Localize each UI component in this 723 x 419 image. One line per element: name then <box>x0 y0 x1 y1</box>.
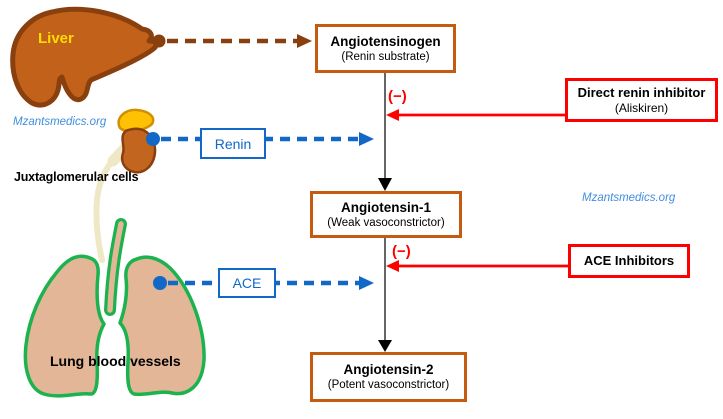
arrow-origin-dot <box>146 132 160 146</box>
direct-renin-inhibitor-title: Direct renin inhibitor <box>577 84 706 100</box>
red-arrowhead-icon <box>386 260 399 272</box>
angiotensin-2-subtitle: (Potent vasoconstrictor) <box>327 379 450 392</box>
red-arrowhead-icon <box>386 109 399 121</box>
ace-enzyme-box: ACE <box>218 268 276 298</box>
liver-illustration <box>10 6 159 108</box>
angiotensinogen-box: Angiotensinogen (Renin substrate) <box>315 24 456 73</box>
angiotensinogen-title: Angiotensinogen <box>330 33 441 49</box>
renin-enzyme-box: Renin <box>200 128 266 159</box>
liver-shape <box>10 6 159 108</box>
direct-renin-inhibitor-subtitle: (Aliskiren) <box>614 100 669 115</box>
liver-to-angiotensinogen-arrow <box>152 34 312 48</box>
angiotensin-1-box: Angiotensin-1 (Weak vasoconstrictor) <box>310 191 462 238</box>
angiotensin-2-title: Angiotensin-2 <box>343 362 434 378</box>
ace-inhibitors-box: ACE Inhibitors <box>568 244 690 278</box>
ace-inhibition-arrow <box>386 260 569 272</box>
juxtaglomerular-cells-label: Juxtaglomerular cells <box>14 170 139 184</box>
right-lung <box>118 255 206 397</box>
arrow-origin-dot <box>152 34 166 48</box>
dri-inhibition-arrow <box>386 109 566 121</box>
watermark-left: Mzantsmedics.org <box>13 116 107 128</box>
angiotensin-2-box: Angiotensin-2 (Potent vasoconstrictor) <box>310 352 467 402</box>
angiotensinogen-subtitle: (Renin substrate) <box>341 50 430 63</box>
lung-blood-vessels-label: Lung blood vessels <box>50 353 181 369</box>
black-arrowhead-icon <box>378 340 392 352</box>
kidney-illustration <box>93 108 157 263</box>
arrow-origin-dot <box>153 276 167 290</box>
ace-arrow <box>153 276 374 290</box>
direct-renin-inhibitor-box: Direct renin inhibitor (Aliskiren) <box>565 78 718 122</box>
angiotensinogen-to-angiotensin1-arrow <box>378 73 392 191</box>
angiotensin-1-subtitle: (Weak vasoconstrictor) <box>327 216 445 229</box>
trachea-fill <box>107 221 124 313</box>
brown-arrowhead-icon <box>297 34 312 48</box>
renin-arrow <box>146 132 374 146</box>
ace-inhibitors-title: ACE Inhibitors <box>583 252 675 268</box>
renin-enzyme-label: Renin <box>214 135 252 152</box>
ace-enzyme-label: ACE <box>232 275 262 291</box>
renin-inhibition-symbol: (−) <box>388 88 407 105</box>
watermark-right: Mzantsmedics.org <box>582 192 676 204</box>
ureter <box>93 147 127 263</box>
liver-label: Liver <box>38 30 74 47</box>
angiotensin1-to-angiotensin2-arrow <box>378 238 392 352</box>
angiotensin-1-title: Angiotensin-1 <box>341 199 431 215</box>
left-lung <box>23 254 106 398</box>
black-arrowhead-icon <box>378 178 392 191</box>
blue-arrowhead-icon <box>359 276 374 290</box>
blue-arrowhead-icon <box>359 132 374 146</box>
lung-illustration <box>23 218 206 398</box>
ace-inhibition-symbol: (−) <box>392 243 411 260</box>
